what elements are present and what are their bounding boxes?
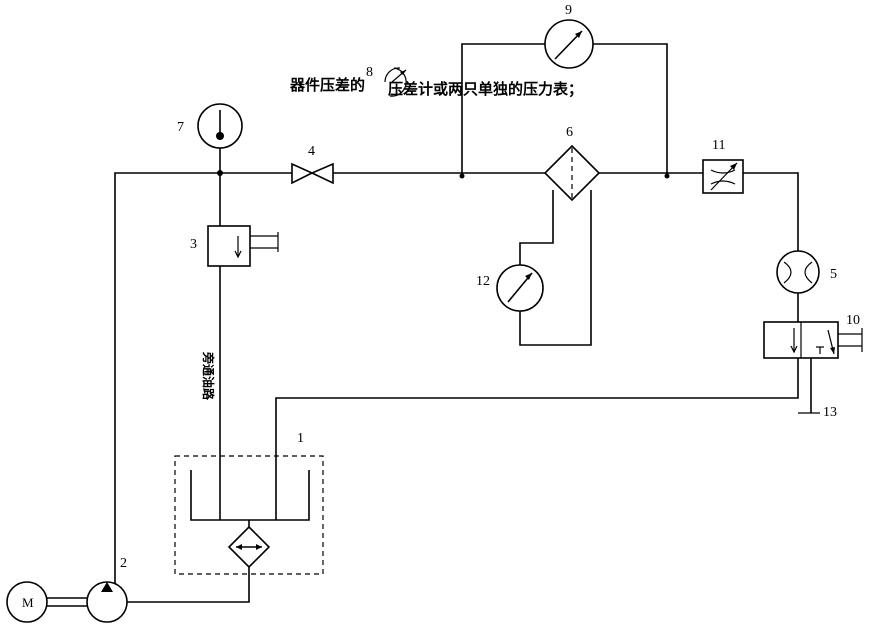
gauge-7	[197, 103, 243, 173]
differential-gauge-9	[461, 19, 668, 176]
label-8: 8	[366, 65, 373, 80]
label-6: 6	[566, 125, 573, 140]
flowmeter-5	[776, 250, 820, 294]
label-5: 5	[830, 267, 837, 282]
label-7: 7	[177, 120, 184, 135]
pump-2	[86, 581, 128, 623]
note-text-part1: 器件压差的	[289, 76, 365, 94]
filter-6	[543, 144, 601, 202]
label-3: 3	[190, 237, 197, 252]
suction-filter	[227, 520, 271, 569]
label-11: 11	[712, 138, 725, 153]
note-text-part2: 压差计或两只单独的压力表；	[388, 80, 583, 98]
label-12: 12	[476, 274, 490, 289]
reservoir-1	[174, 455, 324, 575]
directional-valve-10	[763, 321, 863, 359]
bypass-label: 旁通油路	[201, 351, 216, 401]
suction-line	[127, 567, 250, 603]
label-4: 4	[308, 144, 315, 159]
label-2: 2	[120, 556, 127, 571]
label-10: 10	[846, 313, 860, 328]
label-9: 9	[565, 3, 572, 18]
relief-valve-3	[207, 173, 279, 267]
return-lines	[275, 358, 820, 520]
gauge-12	[496, 190, 592, 346]
motor	[6, 581, 48, 623]
label-13: 13	[823, 405, 837, 420]
valve-4	[291, 162, 334, 185]
throttle-valve-11	[702, 159, 744, 194]
label-1: 1	[297, 431, 304, 446]
gauge-8-symbol	[384, 67, 407, 97]
main-pressure-line	[114, 172, 799, 588]
motor-label: M	[22, 595, 34, 610]
